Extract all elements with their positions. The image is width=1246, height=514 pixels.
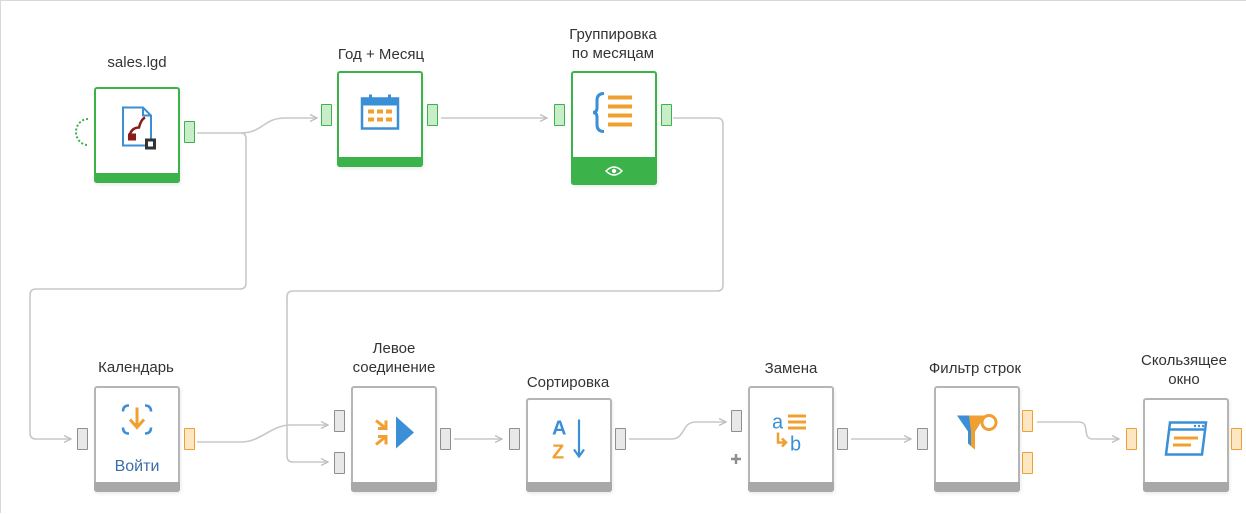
sort-az-icon: A Z: [549, 416, 589, 467]
node-sort[interactable]: A Z: [526, 398, 612, 492]
eye-icon[interactable]: [605, 165, 623, 177]
label-line: по месяцам: [571, 45, 655, 62]
label-line: окно: [1168, 371, 1200, 388]
input-port[interactable]: [1126, 428, 1137, 450]
node-label-grouping: Группировка по месяцам: [569, 25, 656, 63]
node-grouping[interactable]: [571, 71, 657, 185]
node-label-sales: sales.lgd: [107, 54, 167, 71]
node-label-calendar: Календарь: [98, 359, 174, 376]
input-port[interactable]: [554, 104, 565, 126]
wire-sort-to-replace: [629, 422, 726, 440]
node-year-month[interactable]: [337, 71, 423, 167]
enter-icon: [119, 402, 155, 443]
input-port[interactable]: [731, 410, 742, 432]
wire-filter-to-window: [1037, 421, 1119, 439]
node-label-row-filter: Фильтр строк: [928, 360, 1022, 377]
svg-text:Z: Z: [552, 442, 564, 462]
wire-grouping-to-join: [286, 117, 724, 462]
label-line: соединение: [352, 359, 436, 376]
output-port[interactable]: [440, 428, 451, 450]
node-label-sort: Сортировка: [526, 374, 610, 391]
node-left-join[interactable]: [351, 386, 437, 492]
file-import-icon: [117, 106, 157, 157]
output-port[interactable]: [1231, 428, 1242, 450]
node-row-filter[interactable]: [934, 386, 1020, 492]
input-port-left[interactable]: [334, 410, 345, 432]
input-port-dotted: [74, 117, 90, 147]
output-port[interactable]: [184, 121, 195, 143]
node-label-year-month: Год + Месяц: [337, 46, 425, 63]
input-port[interactable]: [917, 428, 928, 450]
output-port-true[interactable]: [1022, 410, 1033, 432]
svg-text:b: b: [790, 434, 801, 455]
node-label-left-join: Левое соединение: [353, 339, 436, 377]
output-port[interactable]: [615, 428, 626, 450]
output-port[interactable]: [427, 104, 438, 126]
node-label-replace: Замена: [764, 360, 818, 377]
enter-button[interactable]: Войти: [114, 458, 160, 475]
window-icon: [1164, 420, 1208, 463]
input-port[interactable]: [321, 104, 332, 126]
svg-text:a: a: [772, 412, 784, 434]
input-port-right[interactable]: [334, 452, 345, 474]
output-port[interactable]: [184, 428, 195, 450]
filter-icon: [955, 412, 999, 459]
output-port-false[interactable]: [1022, 452, 1033, 474]
label-line: Скользящее: [1140, 352, 1228, 369]
output-port[interactable]: [661, 104, 672, 126]
plus-icon[interactable]: [729, 452, 743, 466]
node-replace[interactable]: a b: [748, 386, 834, 492]
calendar-icon: [360, 94, 400, 137]
wire-sales-to-calendar: [29, 132, 247, 439]
replace-icon: a b: [770, 411, 812, 460]
wire-calendar-to-join: [197, 425, 328, 443]
node-sliding-window[interactable]: [1143, 398, 1229, 492]
svg-text:A: A: [552, 418, 566, 440]
input-port[interactable]: [509, 428, 520, 450]
node-sales[interactable]: [94, 87, 180, 183]
group-brace-icon: [592, 91, 636, 140]
join-icon: [374, 413, 414, 458]
node-calendar[interactable]: Войти: [94, 386, 180, 492]
label-line: Группировка: [569, 26, 657, 43]
input-port[interactable]: [77, 428, 88, 450]
label-line: Левое: [372, 340, 416, 357]
output-port[interactable]: [837, 428, 848, 450]
wire-sales-to-yearmonth: [197, 118, 317, 134]
node-label-sliding-window: Скользящее окно: [1141, 351, 1227, 389]
